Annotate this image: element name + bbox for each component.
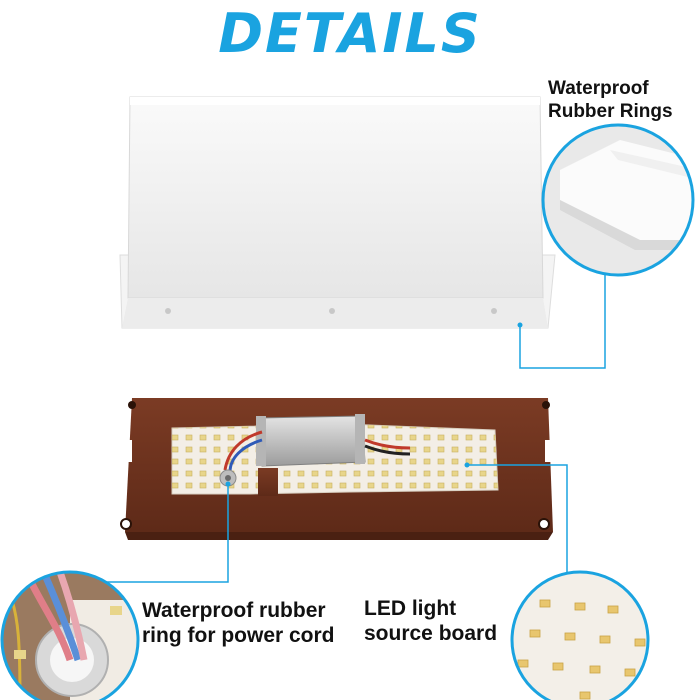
callout-dot — [464, 462, 470, 468]
cover-housing — [119, 96, 556, 329]
power-wires — [219, 430, 411, 487]
callout-text-line: ring for power cord — [142, 624, 335, 648]
screw-hole — [491, 308, 497, 314]
callout-text-line: source board — [364, 622, 498, 646]
led-board-zoom — [510, 570, 650, 700]
callout-dot — [517, 322, 523, 328]
page-heading: DETAILS — [218, 2, 482, 65]
led-driver — [256, 414, 366, 467]
light-housing — [120, 398, 554, 540]
callout-label-power-cord-ring: Waterproof rubber ring for power cord — [142, 598, 335, 648]
callout-label-led-board: LED light source board — [364, 596, 497, 646]
callout-text-line: Waterproof rubber — [142, 599, 326, 622]
screw-hole — [165, 308, 171, 314]
callout-line-led-board — [467, 464, 568, 572]
callout-text-line: LED light — [364, 597, 457, 620]
callout-line-rubber-rings — [519, 268, 606, 369]
screw-hole — [329, 308, 335, 314]
callout-dot — [225, 481, 231, 487]
callout-text-line: Waterproof — [548, 78, 649, 99]
power-cord-ring-zoom — [0, 570, 140, 700]
callout-text-line: Rubber Rings — [548, 100, 673, 122]
callout-label-rubber-rings: Waterproof Rubber Rings — [548, 78, 673, 124]
rubber-rings-zoom — [541, 123, 695, 277]
